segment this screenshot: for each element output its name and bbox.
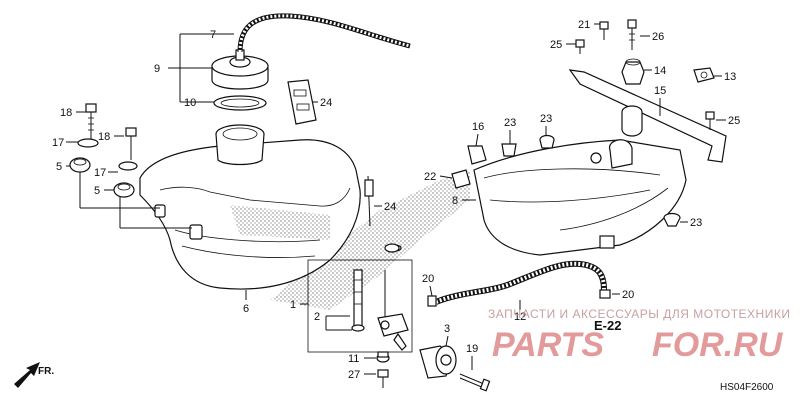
label-8: 8 <box>452 195 458 207</box>
label-14: 14 <box>654 65 666 77</box>
bolt-26 <box>627 19 637 50</box>
collar-17-left <box>77 138 99 148</box>
label-18-left: 18 <box>60 107 72 119</box>
label-18-right: 18 <box>98 131 110 143</box>
label-15: 15 <box>654 85 666 97</box>
label-24-right: 24 <box>384 201 396 213</box>
label-20-left: 20 <box>422 273 434 285</box>
label-23-a: 23 <box>504 117 516 129</box>
rubber-strap <box>287 79 317 125</box>
drawing-code: HS04F2600 <box>720 382 774 393</box>
grommet-5-right <box>113 182 135 198</box>
grommet-23-b <box>539 134 555 149</box>
label-10: 10 <box>184 97 196 109</box>
tank-tray <box>473 139 687 256</box>
breather-tube <box>237 13 411 53</box>
label-24-top: 24 <box>320 97 332 109</box>
reference-label: E-22 <box>594 318 621 333</box>
label-13: 13 <box>724 71 736 83</box>
front-direction-arrow: FR. <box>14 362 54 388</box>
bolt-19 <box>459 373 491 392</box>
grommet-23-c <box>663 212 681 227</box>
label-22: 22 <box>424 171 436 183</box>
label-2: 2 <box>314 311 320 323</box>
watermark: ЗАПЧАСТИ И АКСЕССУАРЫ ДЛЯ МОТОТЕХНИКИ PA… <box>488 307 790 364</box>
bolt-18-right <box>125 127 137 160</box>
label-20-right: 20 <box>622 289 634 301</box>
label-11: 11 <box>348 353 359 365</box>
background-shading <box>270 170 470 310</box>
label-21: 21 <box>578 19 590 31</box>
label-23-c: 23 <box>690 217 702 229</box>
bolt-18-left <box>85 103 97 140</box>
gauge-rod <box>364 175 374 227</box>
leader-lines <box>66 23 726 375</box>
callout-labels: 7 9 10 24 18 17 5 18 17 5 6 24 1 2 11 27… <box>52 19 740 381</box>
fuel-tank <box>139 124 361 290</box>
watermark-logo-right: FOR.RU <box>652 326 784 364</box>
label-17-left: 17 <box>52 137 64 149</box>
clip-22 <box>451 169 471 189</box>
direction-label: FR. <box>38 366 54 377</box>
screw-11 <box>376 351 390 363</box>
label-17-right: 17 <box>94 167 106 179</box>
fuel-valve-3 <box>419 345 457 379</box>
bolt-21 <box>599 21 609 40</box>
label-25-top: 25 <box>550 39 562 51</box>
bolt-25-top <box>575 39 585 54</box>
screw-27 <box>377 369 389 388</box>
watermark-logo-left: PARTS <box>492 326 604 364</box>
label-5-left: 5 <box>56 161 62 173</box>
hose-clip-20-left <box>427 295 437 307</box>
label-5-right: 5 <box>94 185 100 197</box>
rubber-mount-14 <box>621 58 645 85</box>
hose-clip-20-right <box>599 289 611 299</box>
clamp-16 <box>467 145 487 165</box>
nut-under-tank <box>384 243 400 253</box>
fuel-cap <box>211 49 269 111</box>
clip-13 <box>693 67 715 83</box>
label-19: 19 <box>466 343 478 355</box>
label-16: 16 <box>472 121 484 133</box>
stay-bracket <box>568 69 727 163</box>
grommet-5-left <box>69 157 91 173</box>
label-12: 12 <box>514 311 526 323</box>
collar-17-right <box>118 161 138 171</box>
label-27: 27 <box>348 369 360 381</box>
bolt-25-right <box>705 111 715 130</box>
label-23-b: 23 <box>540 113 552 125</box>
fuel-cock-assembly <box>307 259 413 353</box>
label-25-right: 25 <box>728 115 740 127</box>
label-6: 6 <box>243 303 249 315</box>
grommet-23-a <box>501 143 517 157</box>
label-3: 3 <box>444 323 450 335</box>
watermark-text: ЗАПЧАСТИ И АКСЕССУАРЫ ДЛЯ МОТОТЕХНИКИ <box>488 307 790 321</box>
label-9: 9 <box>154 63 160 75</box>
label-7: 7 <box>210 29 216 41</box>
label-26: 26 <box>652 31 664 43</box>
label-1: 1 <box>290 299 296 311</box>
